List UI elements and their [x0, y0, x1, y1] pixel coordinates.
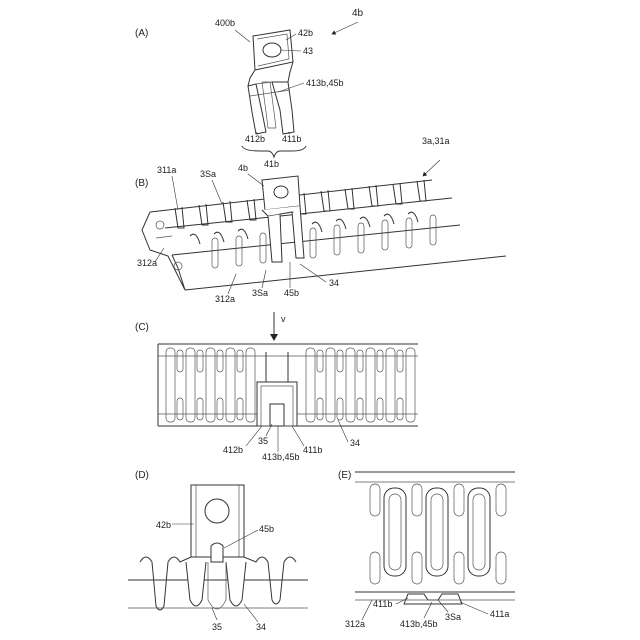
label-413b-45b: 413b,45b	[306, 78, 344, 88]
panel-b-ref-arrow	[423, 160, 440, 176]
label-4b-b: 4b	[238, 163, 248, 173]
label-413b-45b-e: 413b,45b	[400, 619, 438, 629]
panel-e-label: (E)	[338, 470, 351, 481]
panel-a: (A) 4b 400b 42b 43 413b,45b 412b 411b	[135, 8, 364, 169]
brace-41b	[242, 146, 306, 157]
label-45b-b: 45b	[284, 288, 299, 298]
panel-d: (D) 42b 45b 35 34	[128, 470, 308, 632]
label-42b: 42b	[298, 28, 313, 38]
label-34-d: 34	[256, 622, 266, 632]
label-411b-c: 411b	[303, 445, 322, 455]
label-34-b: 34	[329, 278, 339, 288]
panel-a-ref-arrow	[332, 22, 358, 34]
label-312a-left: 312a	[137, 258, 157, 268]
label-400b: 400b	[215, 18, 235, 28]
view-arrow-label: v	[281, 314, 286, 324]
label-35-d: 35	[212, 622, 222, 632]
hole-d	[205, 499, 229, 523]
label-312a-bottom: 312a	[215, 294, 235, 304]
label-43: 43	[303, 46, 313, 56]
panel-c-label: (C)	[135, 322, 149, 333]
panel-d-label: (D)	[135, 470, 149, 481]
label-312a-e: 312a	[345, 619, 365, 629]
label-35-c: 35	[258, 436, 268, 446]
label-411a-e: 411a	[490, 609, 509, 619]
label-45b-d: 45b	[259, 524, 274, 534]
panel-a-ref: 4b	[352, 8, 364, 19]
front-view-drawing	[128, 485, 308, 610]
hole-43	[263, 43, 281, 57]
panel-b-ref: 3a,31a	[422, 136, 450, 146]
label-412b-c: 412b	[223, 445, 243, 455]
panel-a-label: (A)	[135, 28, 148, 39]
label-34-c: 34	[350, 438, 360, 448]
label-413b-45b-c: 413b,45b	[262, 452, 300, 462]
label-3Sa-bottom: 3Sa	[252, 288, 268, 298]
panel-e: (E)	[338, 470, 515, 629]
label-3Sa-top: 3Sa	[200, 169, 216, 179]
label-411b: 411b	[282, 134, 301, 144]
panel-c: (C) v	[135, 312, 418, 462]
label-411b-e: 411b	[373, 599, 392, 609]
terminal-4b-drawing	[248, 30, 294, 134]
label-311a: 311a	[157, 165, 176, 175]
label-41b: 41b	[264, 159, 279, 169]
side-view-drawing	[355, 472, 515, 604]
panel-b: (B) 3a,31a	[135, 136, 506, 304]
panel-b-label: (B)	[135, 178, 148, 189]
label-412b: 412b	[245, 134, 265, 144]
label-3Sa-e: 3Sa	[445, 612, 461, 622]
label-42b-d: 42b	[156, 520, 171, 530]
top-view-drawing	[158, 344, 418, 426]
busbar-drawing	[142, 176, 506, 290]
